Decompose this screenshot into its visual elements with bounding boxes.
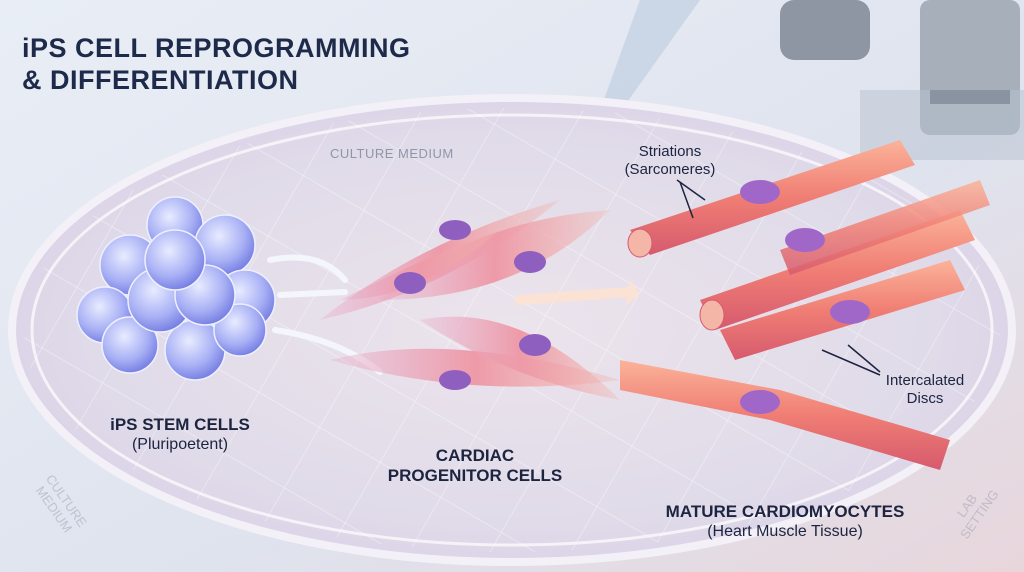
striations-line-2: (Sarcomeres)	[624, 161, 716, 178]
title-line-1: iPS CELL REPROGRAMMING	[22, 33, 411, 63]
stem-cells-name: iPS STEM CELLS	[110, 415, 250, 434]
page-title: iPS CELL REPROGRAMMING & DIFFERENTIATION	[22, 32, 411, 96]
intercalated-line-1: Intercalated	[885, 372, 965, 389]
ips-stem-cell-cluster	[76, 196, 276, 381]
culture-medium-label: CULTURE MEDIUM	[330, 146, 454, 161]
progenitor-line-1: CARDIAC	[435, 446, 515, 465]
mature-sub: (Heart Muscle Tissue)	[707, 523, 863, 540]
intercalated-discs-label: Intercalated Discs	[870, 372, 980, 408]
mature-name: MATURE CARDIOMYOCYTES	[665, 502, 905, 521]
title-line-2: & DIFFERENTIATION	[22, 65, 299, 95]
progenitor-label: CARDIAC PROGENITOR CELLS	[370, 446, 580, 486]
mature-label: MATURE CARDIOMYOCYTES (Heart Muscle Tiss…	[640, 502, 930, 542]
intercalated-line-2: Discs	[906, 390, 944, 407]
mature-cardiomyocytes	[620, 140, 990, 470]
microscope	[780, 0, 1024, 160]
stem-cells-sub: (Pluripoetent)	[131, 436, 229, 453]
stem-cells-label: iPS STEM CELLS (Pluripoetent)	[95, 415, 265, 455]
striations-line-1: Striations	[638, 143, 702, 160]
progenitor-line-2: PROGENITOR CELLS	[387, 466, 563, 485]
striations-label: Striations (Sarcomeres)	[615, 143, 725, 179]
cardiac-progenitor-cells	[320, 200, 620, 400]
